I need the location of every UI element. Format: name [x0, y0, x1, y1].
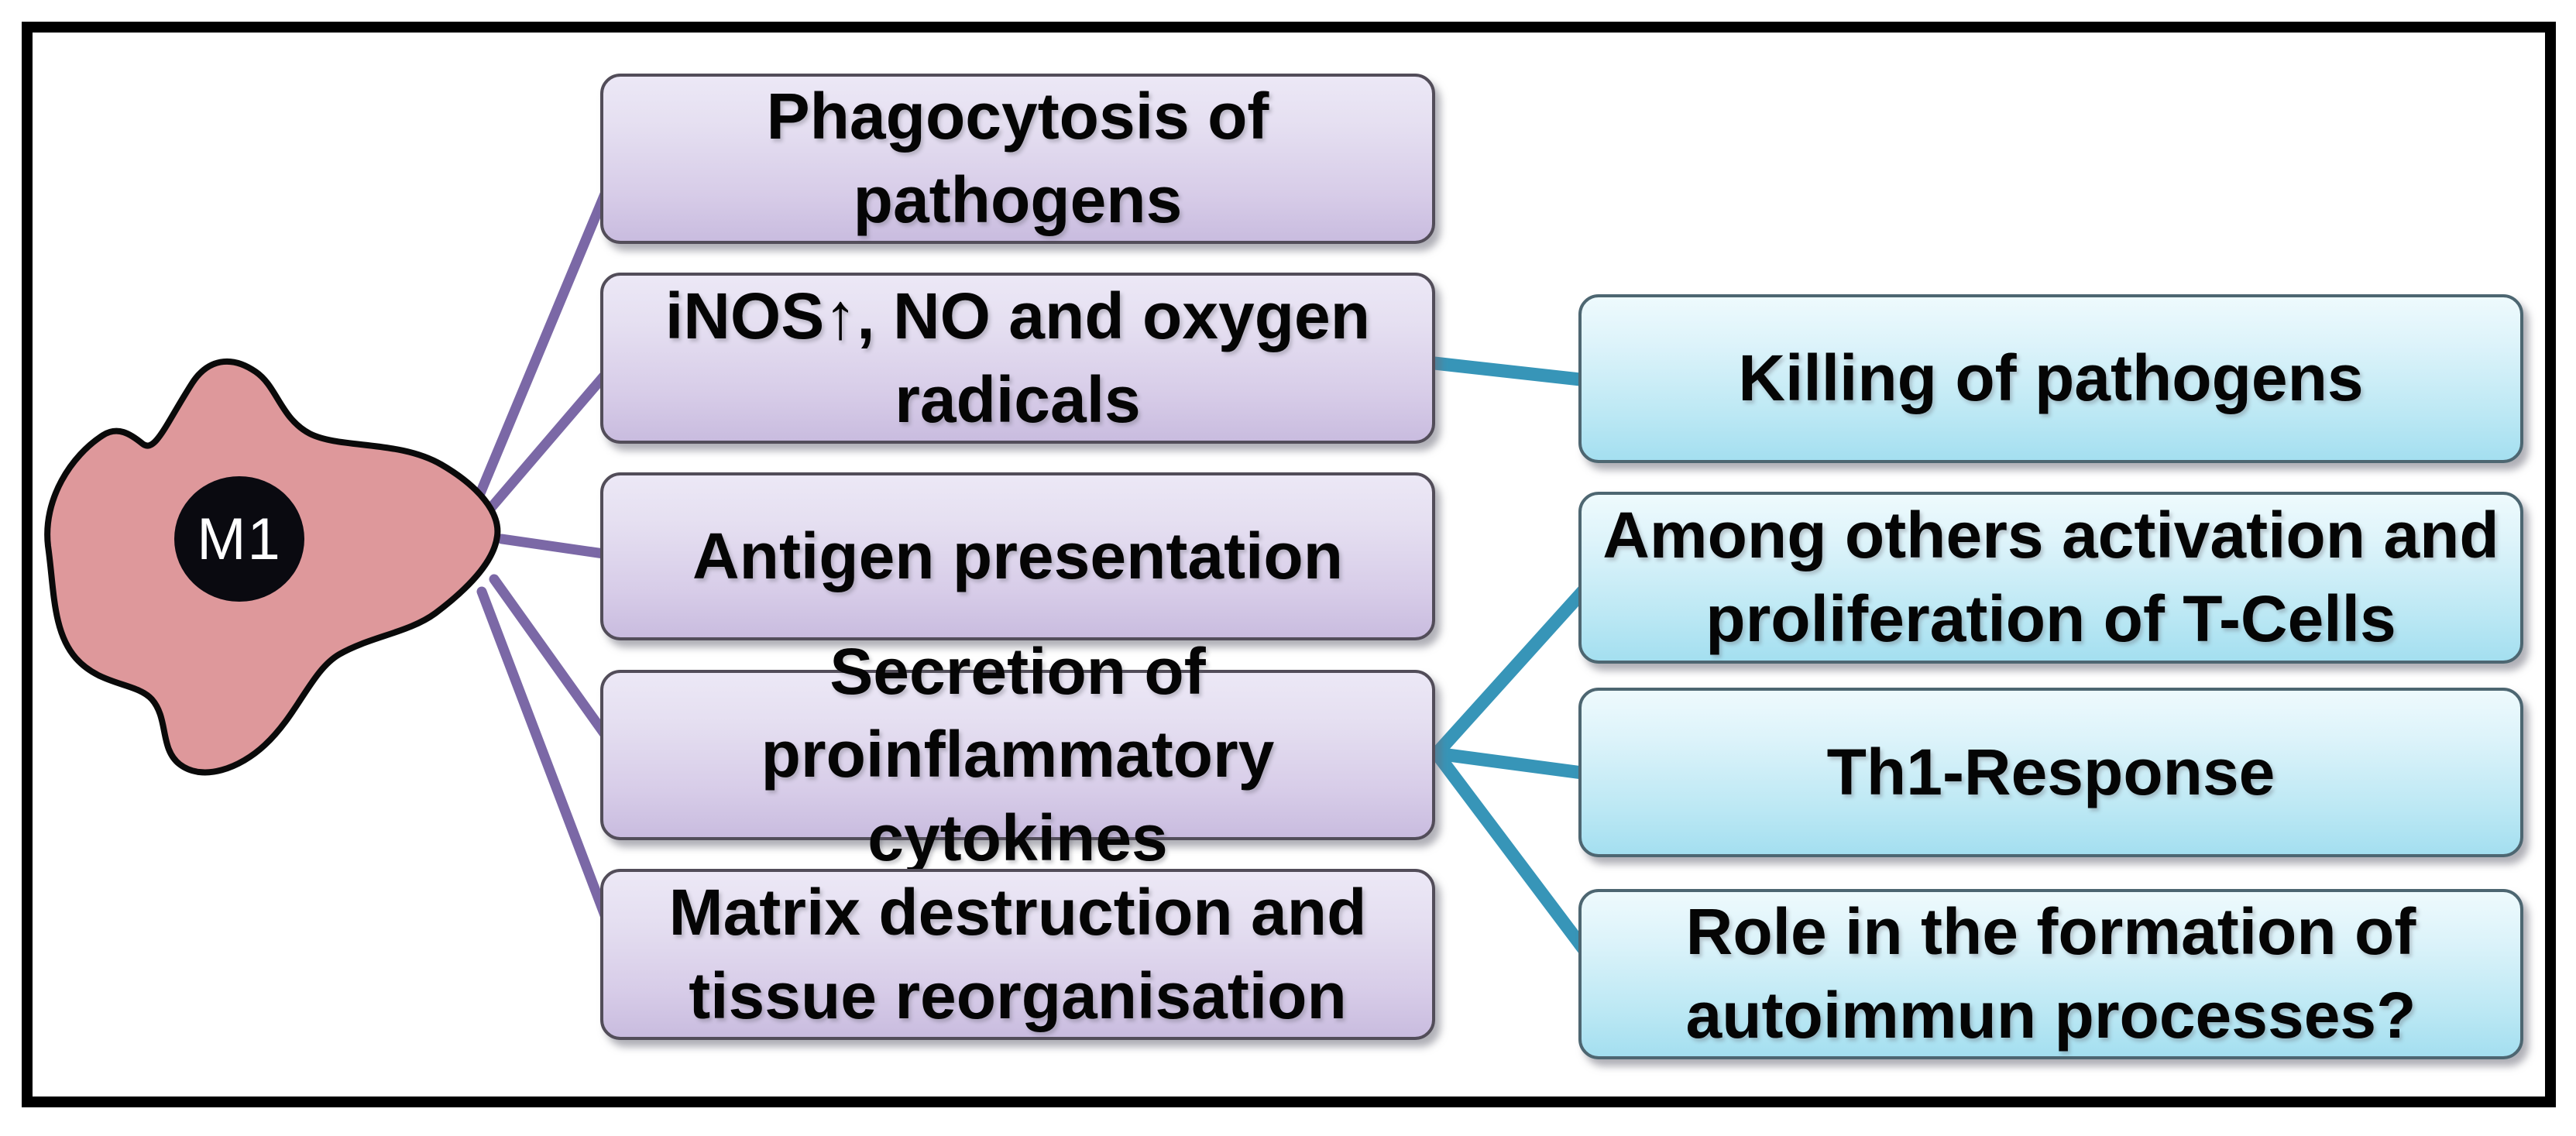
function-box-inos-label: iNOS↑, NO and oxygen radicals — [665, 279, 1371, 436]
figure-border — [22, 22, 2556, 1107]
connector-secretion-tcells — [1430, 572, 1601, 760]
function-box-antigen: Antigen presentation — [600, 472, 1435, 640]
function-box-antigen-label: Antigen presentation — [692, 519, 1344, 592]
function-box-phagocytosis-label: Phagocytosis of pathogens — [766, 80, 1269, 236]
connector-m1-antigen — [496, 534, 625, 561]
function-box-matrix: Matrix destruction and tissue reorganisa… — [600, 869, 1435, 1040]
outcome-box-killing-label: Killing of pathogens — [1738, 341, 2364, 415]
connector-m1-phagocytosis — [473, 153, 625, 503]
function-box-inos: iNOS↑, NO and oxygen radicals — [600, 273, 1435, 444]
connector-secretion-autoimmune — [1430, 746, 1601, 970]
outcome-box-th1: Th1-Response — [1578, 688, 2523, 857]
connector-m1-inos — [484, 352, 625, 515]
connector-inos-killing — [1420, 355, 1601, 388]
function-box-phagocytosis: Phagocytosis of pathogens — [600, 74, 1435, 244]
m1-cell-label: M1 — [197, 506, 282, 572]
function-box-matrix-label: Matrix destruction and tissue reorganisa… — [668, 875, 1367, 1032]
connector-m1-secretion — [489, 574, 625, 760]
outcome-box-autoimmune-label: Role in the formation of autoimmun proce… — [1685, 895, 2416, 1052]
outcome-box-killing: Killing of pathogens — [1578, 294, 2523, 463]
connector-secretion-th1 — [1430, 746, 1601, 781]
connector-m1-matrix — [476, 586, 625, 959]
function-box-secretion: Secretion of proinflammatory cytokines — [600, 635, 1435, 874]
outcome-box-autoimmune: Role in the formation of autoimmun proce… — [1578, 889, 2523, 1059]
outcome-box-tcells: Among others activation and proliferatio… — [1578, 492, 2523, 664]
m1-nucleus — [174, 476, 304, 602]
function-box-secretion-label: Secretion of proinflammatory cytokines — [761, 634, 1275, 874]
outcome-box-tcells-label: Among others activation and proliferatio… — [1602, 499, 2499, 655]
outcome-box-th1-label: Th1-Response — [1826, 735, 2275, 808]
